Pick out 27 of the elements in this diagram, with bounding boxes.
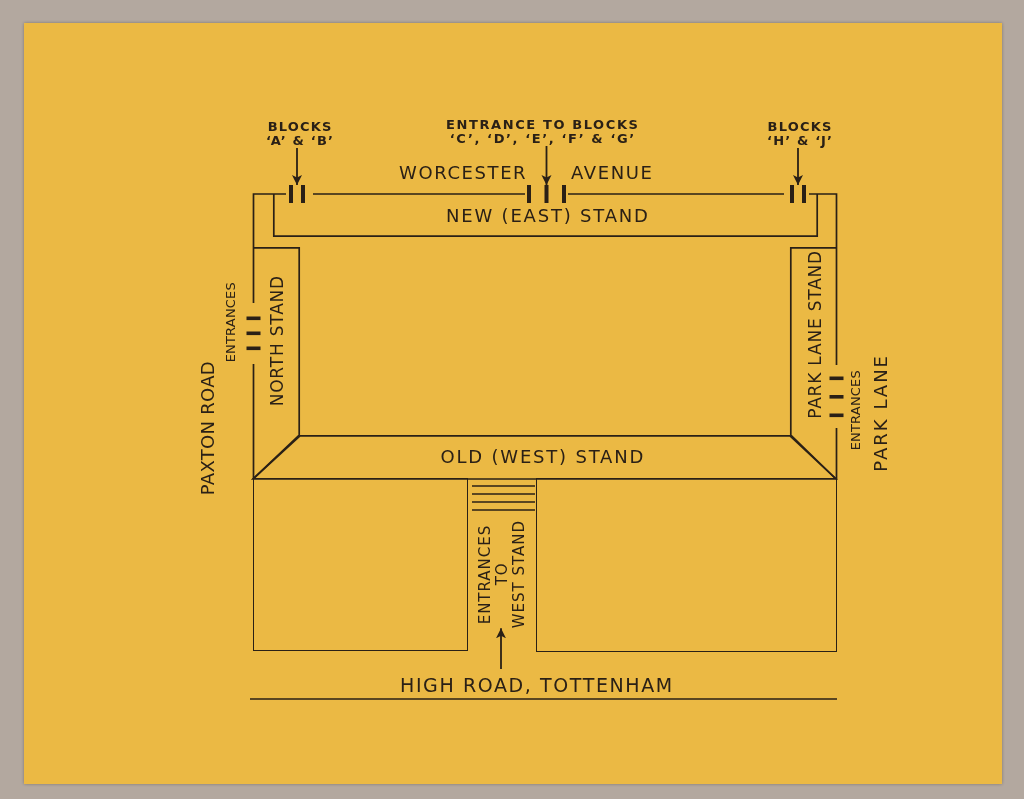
street-name: AVENUE: [571, 162, 654, 184]
arrow: [292, 147, 302, 186]
street-name: PARK LANE: [870, 354, 892, 472]
entrance-label: ENTRANCES TO WEST STAND: [476, 520, 528, 629]
stand-name: NORTH STAND: [267, 274, 287, 406]
entrance-label: ENTRANCES: [848, 370, 864, 451]
stand-area: [253, 435, 836, 479]
stand-area: [273, 194, 818, 237]
stand-name: PARK LANE STAND: [805, 249, 825, 419]
arrow: [793, 147, 803, 186]
entrance-gate: [287, 185, 307, 203]
entrance-gate: [525, 185, 568, 203]
entrance-gate: [788, 185, 808, 203]
entrance-label: BLOCKS ‘H’ & ‘J’: [767, 120, 834, 148]
entrance-label: ENTRANCES: [223, 282, 239, 363]
arrow: [541, 145, 552, 186]
entrance-label: BLOCKS ‘A’ & ‘B’: [266, 120, 335, 148]
stand-area: [253, 247, 300, 479]
street-name: HIGH ROAD, TOTTENHAM: [400, 673, 674, 697]
street-name: PAXTON ROAD: [197, 361, 219, 496]
arrow: [496, 627, 506, 670]
entrance-label: ENTRANCE TO BLOCKS ‘C’, ‘D’, ‘E’, ‘F’ & ‘G’: [446, 118, 640, 146]
street-name: WORCESTER: [399, 162, 528, 184]
plot-outline: [253, 478, 468, 651]
plot-outline: [535, 478, 837, 652]
stand-name: NEW (EAST) STAND: [446, 205, 650, 227]
stand-name: OLD (WEST) STAND: [440, 446, 646, 468]
